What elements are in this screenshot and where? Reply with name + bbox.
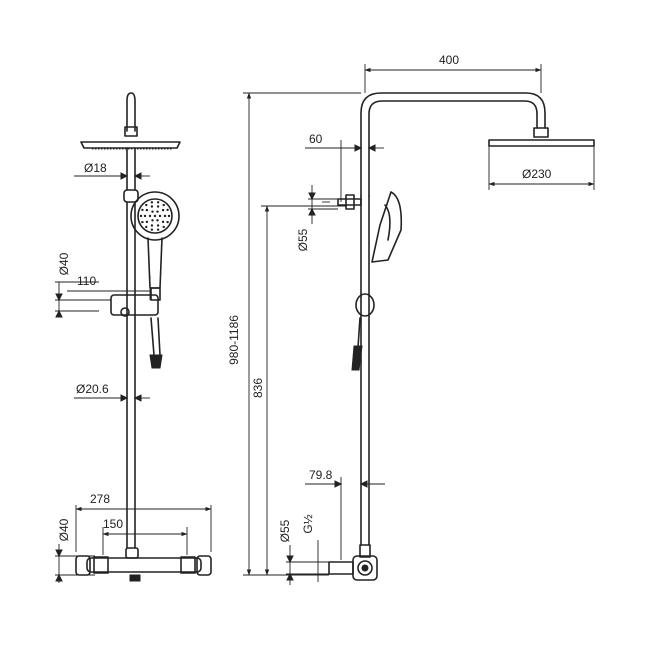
spray-dot bbox=[166, 208, 169, 212]
dim-thread: G½ bbox=[301, 514, 315, 533]
side-hand-shower bbox=[371, 191, 403, 263]
dim-head-diameter: Ø230 bbox=[522, 167, 552, 181]
spray-dot bbox=[167, 214, 171, 218]
spray-dot bbox=[158, 214, 162, 218]
spray-dot bbox=[145, 208, 149, 212]
dim-pipe-diameter: Ø18 bbox=[84, 161, 107, 175]
spray-dot bbox=[151, 210, 154, 213]
spray-dot bbox=[156, 219, 159, 222]
spray-dot bbox=[150, 224, 154, 227]
spray-dot bbox=[162, 225, 165, 229]
spray-dot bbox=[161, 208, 165, 212]
front-dim-pipe: Ø18 bbox=[74, 161, 150, 180]
front-dim-inlet-spacing: 150 bbox=[102, 517, 188, 555]
front-thermostatic-mixer bbox=[75, 547, 212, 582]
side-shower-arm bbox=[360, 92, 546, 197]
front-slide-holder bbox=[110, 294, 159, 317]
spray-dot bbox=[156, 210, 159, 213]
side-dim-inlet-offset: 79.8 bbox=[305, 468, 385, 560]
side-dim-wall-bracket: Ø55 bbox=[296, 185, 338, 251]
spray-dot bbox=[148, 214, 152, 218]
dim-holder-offset: 110 bbox=[77, 274, 96, 288]
spray-dot bbox=[143, 214, 147, 218]
spray-dot bbox=[141, 208, 144, 212]
dim-inlet-offset: 79.8 bbox=[309, 468, 333, 482]
spray-dot bbox=[139, 214, 143, 218]
spray-dot bbox=[156, 205, 160, 208]
dim-mixer-diameter: Ø40 bbox=[57, 518, 71, 541]
hand-shower-spray-dots bbox=[139, 201, 171, 231]
side-wall-bracket bbox=[337, 194, 362, 210]
side-dim-head-diameter: Ø230 bbox=[488, 146, 595, 190]
spray-dot bbox=[141, 220, 144, 224]
side-overhead-shower-head bbox=[488, 127, 595, 147]
front-dim-holder-offset: 110 bbox=[67, 274, 151, 300]
dim-rail-height: 836 bbox=[251, 378, 265, 398]
dim-inlet-spacing: 150 bbox=[103, 517, 123, 531]
spray-dot bbox=[166, 220, 169, 224]
spray-dot bbox=[145, 220, 149, 224]
spray-dot bbox=[162, 203, 165, 207]
side-slide-holder bbox=[355, 293, 375, 317]
front-hose bbox=[150, 317, 155, 356]
front-hand-shower bbox=[130, 191, 180, 301]
front-arm-riser bbox=[126, 92, 136, 132]
dim-inlet-bracket-diameter: Ø55 bbox=[278, 519, 292, 542]
spray-dot bbox=[145, 203, 148, 207]
spray-dot bbox=[150, 228, 154, 231]
spray-dot bbox=[145, 225, 148, 229]
side-dim-total-height: 980-1186 bbox=[227, 92, 361, 576]
front-dim-holder: Ø40 bbox=[55, 252, 111, 318]
side-dim-arm-length: 400 bbox=[364, 53, 542, 93]
dim-mixer-width: 278 bbox=[90, 492, 110, 506]
dim-total-height: 980-1186 bbox=[227, 315, 241, 365]
front-collar bbox=[123, 189, 139, 203]
front-dim-rail: Ø20.6 bbox=[74, 382, 150, 402]
spray-dot bbox=[163, 214, 167, 218]
side-dim-thread: G½ bbox=[301, 514, 319, 582]
side-view: 400 60 Ø55 Ø230 bbox=[227, 53, 595, 585]
side-dim-arm-offset: 60 bbox=[305, 132, 384, 202]
spray-dot bbox=[150, 201, 154, 204]
front-dim-mixer-width: 278 bbox=[75, 492, 212, 552]
spray-dot bbox=[151, 219, 154, 222]
dim-arm-offset: 60 bbox=[309, 132, 323, 146]
spray-dot bbox=[156, 224, 160, 227]
dim-rail-diameter: Ø20.6 bbox=[76, 382, 109, 396]
dim-holder-diameter: Ø40 bbox=[57, 252, 71, 275]
side-dim-inlet-bracket: Ø55 bbox=[278, 519, 329, 585]
side-mixer-inlet bbox=[328, 544, 378, 581]
dim-wall-bracket-diameter: Ø55 bbox=[296, 228, 310, 251]
spray-dot bbox=[156, 228, 160, 231]
spray-dot bbox=[156, 201, 160, 204]
front-overhead-shower-head bbox=[80, 126, 181, 150]
dim-arm-length: 400 bbox=[439, 53, 459, 67]
spray-dot bbox=[153, 214, 157, 218]
spray-dot bbox=[161, 220, 165, 224]
side-dim-rail-height: 836 bbox=[251, 205, 346, 576]
front-dim-mixer-diameter: Ø40 bbox=[55, 518, 95, 583]
spray-dot bbox=[150, 205, 154, 208]
front-view: Ø18 Ø40 110 Ø20.6 278 bbox=[55, 92, 212, 583]
